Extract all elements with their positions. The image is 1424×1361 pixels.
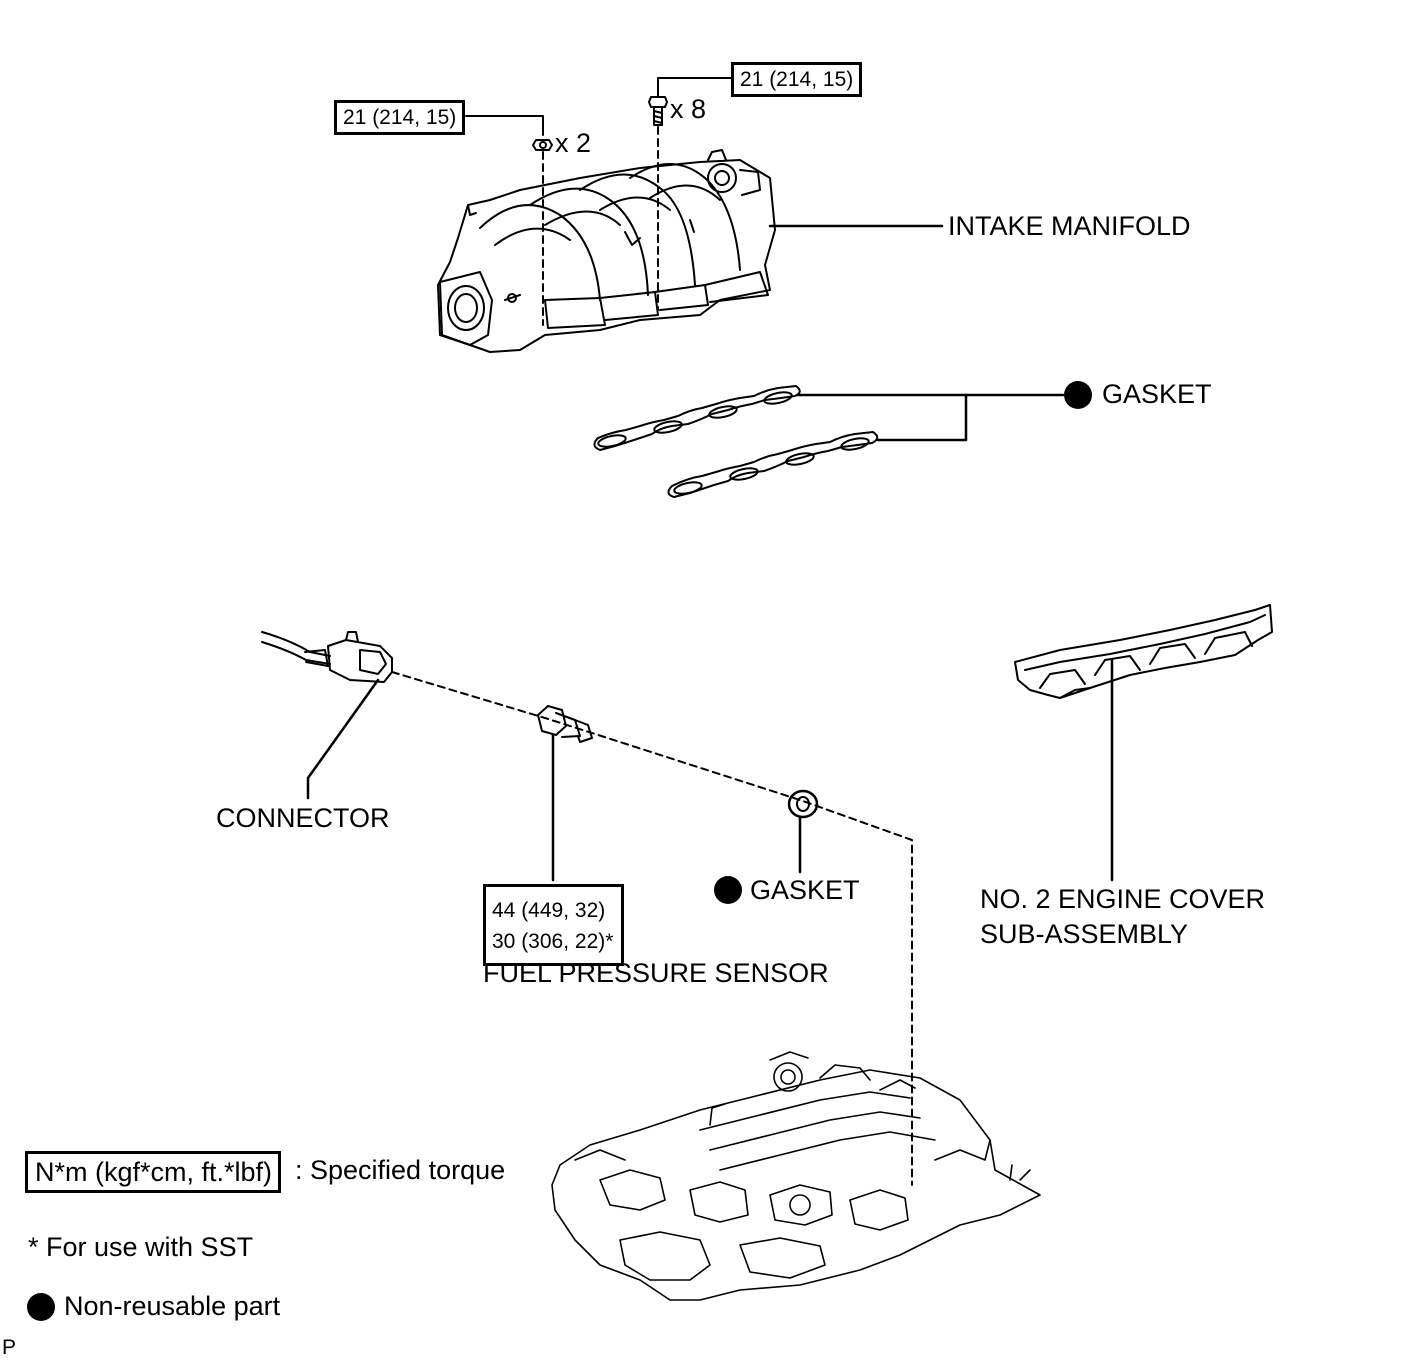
nut-icon (532, 139, 553, 151)
fuel-sensor-torque-box: 44 (449, 32) 30 (306, 22)* (483, 884, 625, 966)
torque-leaders (465, 77, 734, 136)
non-reusable-icon (714, 876, 742, 904)
fuel-pressure-sensor-drawing (537, 705, 593, 882)
engine-drawing (551, 1051, 1041, 1301)
manifold-gasket-label: GASKET (1102, 379, 1212, 409)
fuel-sensor-torque-standard: 44 (449, 32) (492, 899, 606, 922)
torque-spec-bolts: 21 (214, 15) (731, 62, 863, 97)
intake-manifold-drawing (437, 149, 944, 353)
non-reusable-icon (27, 1293, 55, 1321)
corner-mark: P (2, 1336, 17, 1359)
manifold-gaskets-drawing (593, 385, 1065, 498)
sensor-gasket-drawing (787, 789, 819, 874)
connector-drawing (261, 631, 393, 800)
legend-non-reusable: Non-reusable part (64, 1291, 281, 1321)
bolt-icon (648, 96, 668, 126)
torque-spec-nuts: 21 (214, 15) (334, 100, 466, 135)
alignment-dashed-line (391, 671, 913, 1186)
fastener-axes (542, 126, 659, 326)
connector-label: CONNECTOR (216, 803, 390, 833)
quantity-bolts: x 8 (670, 94, 707, 124)
legend-torque-desc: : Specified torque (295, 1155, 506, 1185)
fuel-sensor-torque-sst: 30 (306, 22)* (492, 930, 614, 953)
sensor-gasket-label: GASKET (750, 875, 860, 905)
engine-cover-drawing (1014, 604, 1273, 882)
legend-sst-note: * For use with SST (28, 1232, 254, 1262)
quantity-nuts: x 2 (555, 128, 592, 158)
non-reusable-icon (1064, 381, 1092, 409)
fuel-pressure-sensor-label: FUEL PRESSURE SENSOR (483, 958, 829, 988)
legend-torque-unit-box: N*m (kgf*cm, ft.*lbf) (25, 1151, 282, 1193)
engine-cover-label-line1: NO. 2 ENGINE COVER (980, 884, 1266, 914)
engine-cover-label-line2: SUB-ASSEMBLY (980, 919, 1189, 949)
intake-manifold-label: INTAKE MANIFOLD (948, 211, 1191, 241)
